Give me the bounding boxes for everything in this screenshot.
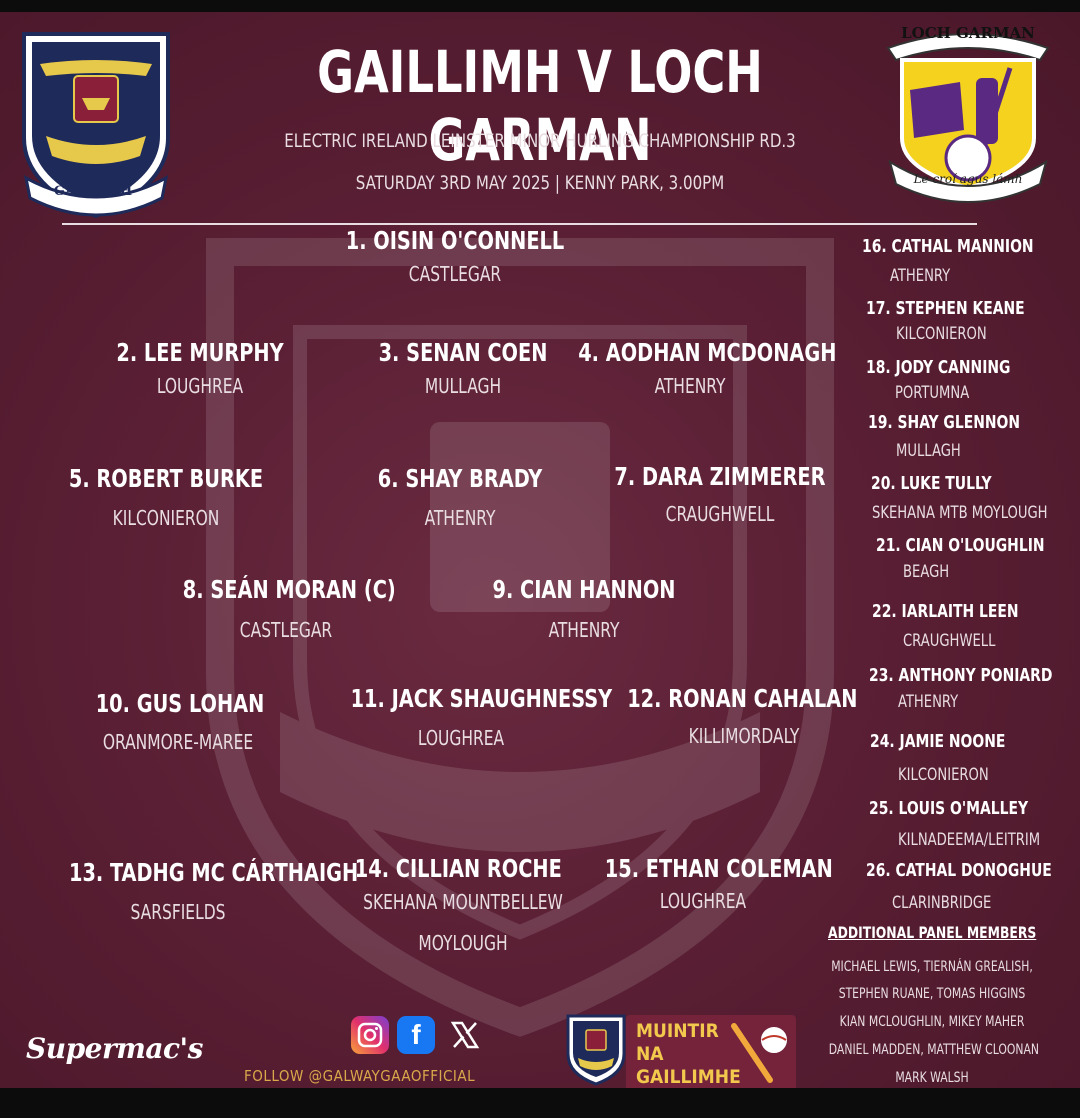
sub-name: 17. STEPHEN KEANE xyxy=(866,298,1025,319)
muintir-line-3: GAILLIMHE xyxy=(636,1066,741,1088)
player-name: 5. ROBERT BURKE xyxy=(68,464,264,493)
muintir-na-gaillimhe-label: MUINTIR NA GAILLIMHE xyxy=(636,1020,741,1088)
player-club: LOUGHREA xyxy=(417,726,505,750)
follow-handle[interactable]: FOLLOW @GALWAYGAAOFFICIAL xyxy=(244,1067,476,1085)
player-club: KILCONIERON xyxy=(112,506,220,530)
player-club: ATHENRY xyxy=(654,374,726,398)
sub-name: 21. CIAN O'LOUGHLIN xyxy=(876,535,1045,556)
sub-name: 25. LOUIS O'MALLEY xyxy=(869,798,1029,819)
player-club: MULLAGH xyxy=(424,374,502,398)
sub-club: KILNADEEMA/LEITRIM xyxy=(898,830,1041,850)
sub-name: 24. JAMIE NOONE xyxy=(870,731,1006,752)
galway-gaa-label: GAA xyxy=(77,164,109,179)
hurley-sliotar-icon xyxy=(731,1023,789,1083)
additional-panel-heading: ADDITIONAL PANEL MEMBERS xyxy=(828,923,1037,942)
player-club: CASTLEGAR xyxy=(239,618,333,642)
additional-panel-line: KIAN MCLOUGHLIN, MIKEY MAHER xyxy=(839,1014,1025,1030)
player-name: 6. SHAY BRADY xyxy=(377,464,543,493)
player-club: KILLIMORDALY xyxy=(688,724,800,748)
player-club: CASTLEGAR xyxy=(408,262,502,286)
wexford-crest-label: LOCH GARMAN xyxy=(901,24,1035,42)
wexford-motto: Le croí agus lámh xyxy=(913,172,1023,186)
sub-name: 20. LUKE TULLY xyxy=(871,473,992,494)
sub-club: BEAGH xyxy=(903,562,950,582)
top-frame-bar xyxy=(0,0,1080,12)
player-name: 13. TADHG MC CÁRTHAIGH xyxy=(69,858,359,887)
player-name: 10. GUS LOHAN xyxy=(95,689,265,718)
player-club: SARSFIELDS xyxy=(130,900,226,924)
player-club: ATHENRY xyxy=(548,618,620,642)
galway-crest-label: GAILLIMH xyxy=(53,184,133,199)
player-club: ORANMORE-MAREE xyxy=(102,730,254,754)
sub-name: 16. CATHAL MANNION xyxy=(862,236,1034,257)
additional-panel-line: MICHAEL LEWIS, TIERNÁN GREALISH, xyxy=(831,959,1033,975)
supermacs-sponsor-logo: Supermac's xyxy=(26,1032,203,1065)
player-name: 4. AODHAN MCDONAGH xyxy=(578,338,837,367)
sub-club: CRAUGHWELL xyxy=(903,631,996,651)
sub-name: 18. JODY CANNING xyxy=(866,357,1011,378)
competition-subtitle: ELECTRIC IRELAND LEINSTER MINOR HURLING … xyxy=(284,130,796,152)
sub-club: SKEHANA MTB MOYLOUGH xyxy=(872,503,1048,523)
sub-name: 22. IARLAITH LEEN xyxy=(872,601,1019,622)
x-icon[interactable] xyxy=(446,1016,484,1054)
player-name: 12. RONAN CAHALAN xyxy=(627,684,858,713)
additional-panel-line: MARK WALSH xyxy=(895,1070,969,1086)
instagram-icon[interactable] xyxy=(351,1016,389,1054)
sub-club: ATHENRY xyxy=(898,692,959,712)
additional-panel-line: DANIEL MADDEN, MATTHEW CLOONAN xyxy=(828,1042,1040,1058)
galway-crest-watermark xyxy=(206,238,834,1037)
muintir-line-1: MUINTIR xyxy=(636,1020,719,1042)
sub-club: MULLAGH xyxy=(896,441,961,461)
player-club: ATHENRY xyxy=(424,506,496,530)
player-club: LOUGHREA xyxy=(156,374,244,398)
player-club: CRAUGHWELL xyxy=(665,502,775,526)
sub-club: CLARINBRIDGE xyxy=(892,893,992,913)
fixture-date-venue: SATURDAY 3RD MAY 2025 | KENNY PARK, 3.00… xyxy=(355,172,725,194)
sub-name: 26. CATHAL DONOGHUE xyxy=(866,860,1052,881)
player-name: 8. SEÁN MORAN (C) xyxy=(182,575,396,604)
wexford-crest-logo xyxy=(886,33,1050,203)
player-name: 15. ETHAN COLEMAN xyxy=(604,854,833,883)
galway-crest-logo xyxy=(22,32,170,219)
player-name: 1. OISIN O'CONNELL xyxy=(345,226,565,255)
muintir-line-2: NA xyxy=(636,1043,664,1065)
player-name: 7. DARA ZIMMERER xyxy=(614,462,826,491)
player-club: SKEHANA MOUNTBELLEW xyxy=(363,890,563,914)
sub-club: ATHENRY xyxy=(890,266,951,286)
additional-panel-line: STEPHEN RUANE, TOMAS HIGGINS xyxy=(838,986,1026,1002)
sub-club: KILCONIERON xyxy=(896,324,987,344)
player-name: 2. LEE MURPHY xyxy=(116,338,284,367)
sub-name: 19. SHAY GLENNON xyxy=(868,412,1021,433)
player-name: 3. SENAN COEN xyxy=(378,338,548,367)
galway-small-crest-logo xyxy=(566,1014,626,1086)
bottom-frame-bar xyxy=(0,1088,1080,1118)
team-sheet-poster: GAA GAILLIMH LOCH GARMAN Le croí agus lá… xyxy=(0,12,1080,1088)
player-name: 14. CILLIAN ROCHE xyxy=(354,854,562,883)
player-name: 9. CIAN HANNON xyxy=(492,575,676,604)
player-club-line-2: MOYLOUGH xyxy=(418,931,508,955)
player-club: LOUGHREA xyxy=(659,889,747,913)
player-name: 11. JACK SHAUGHNESSY xyxy=(350,684,613,713)
sub-club: KILCONIERON xyxy=(898,765,989,785)
sub-name: 23. ANTHONY PONIARD xyxy=(869,665,1053,686)
facebook-icon[interactable]: f xyxy=(397,1016,435,1054)
header-divider xyxy=(62,223,977,225)
match-title: GAILLIMH V LOCH GARMAN xyxy=(317,38,763,174)
sub-club: PORTUMNA xyxy=(895,383,970,403)
